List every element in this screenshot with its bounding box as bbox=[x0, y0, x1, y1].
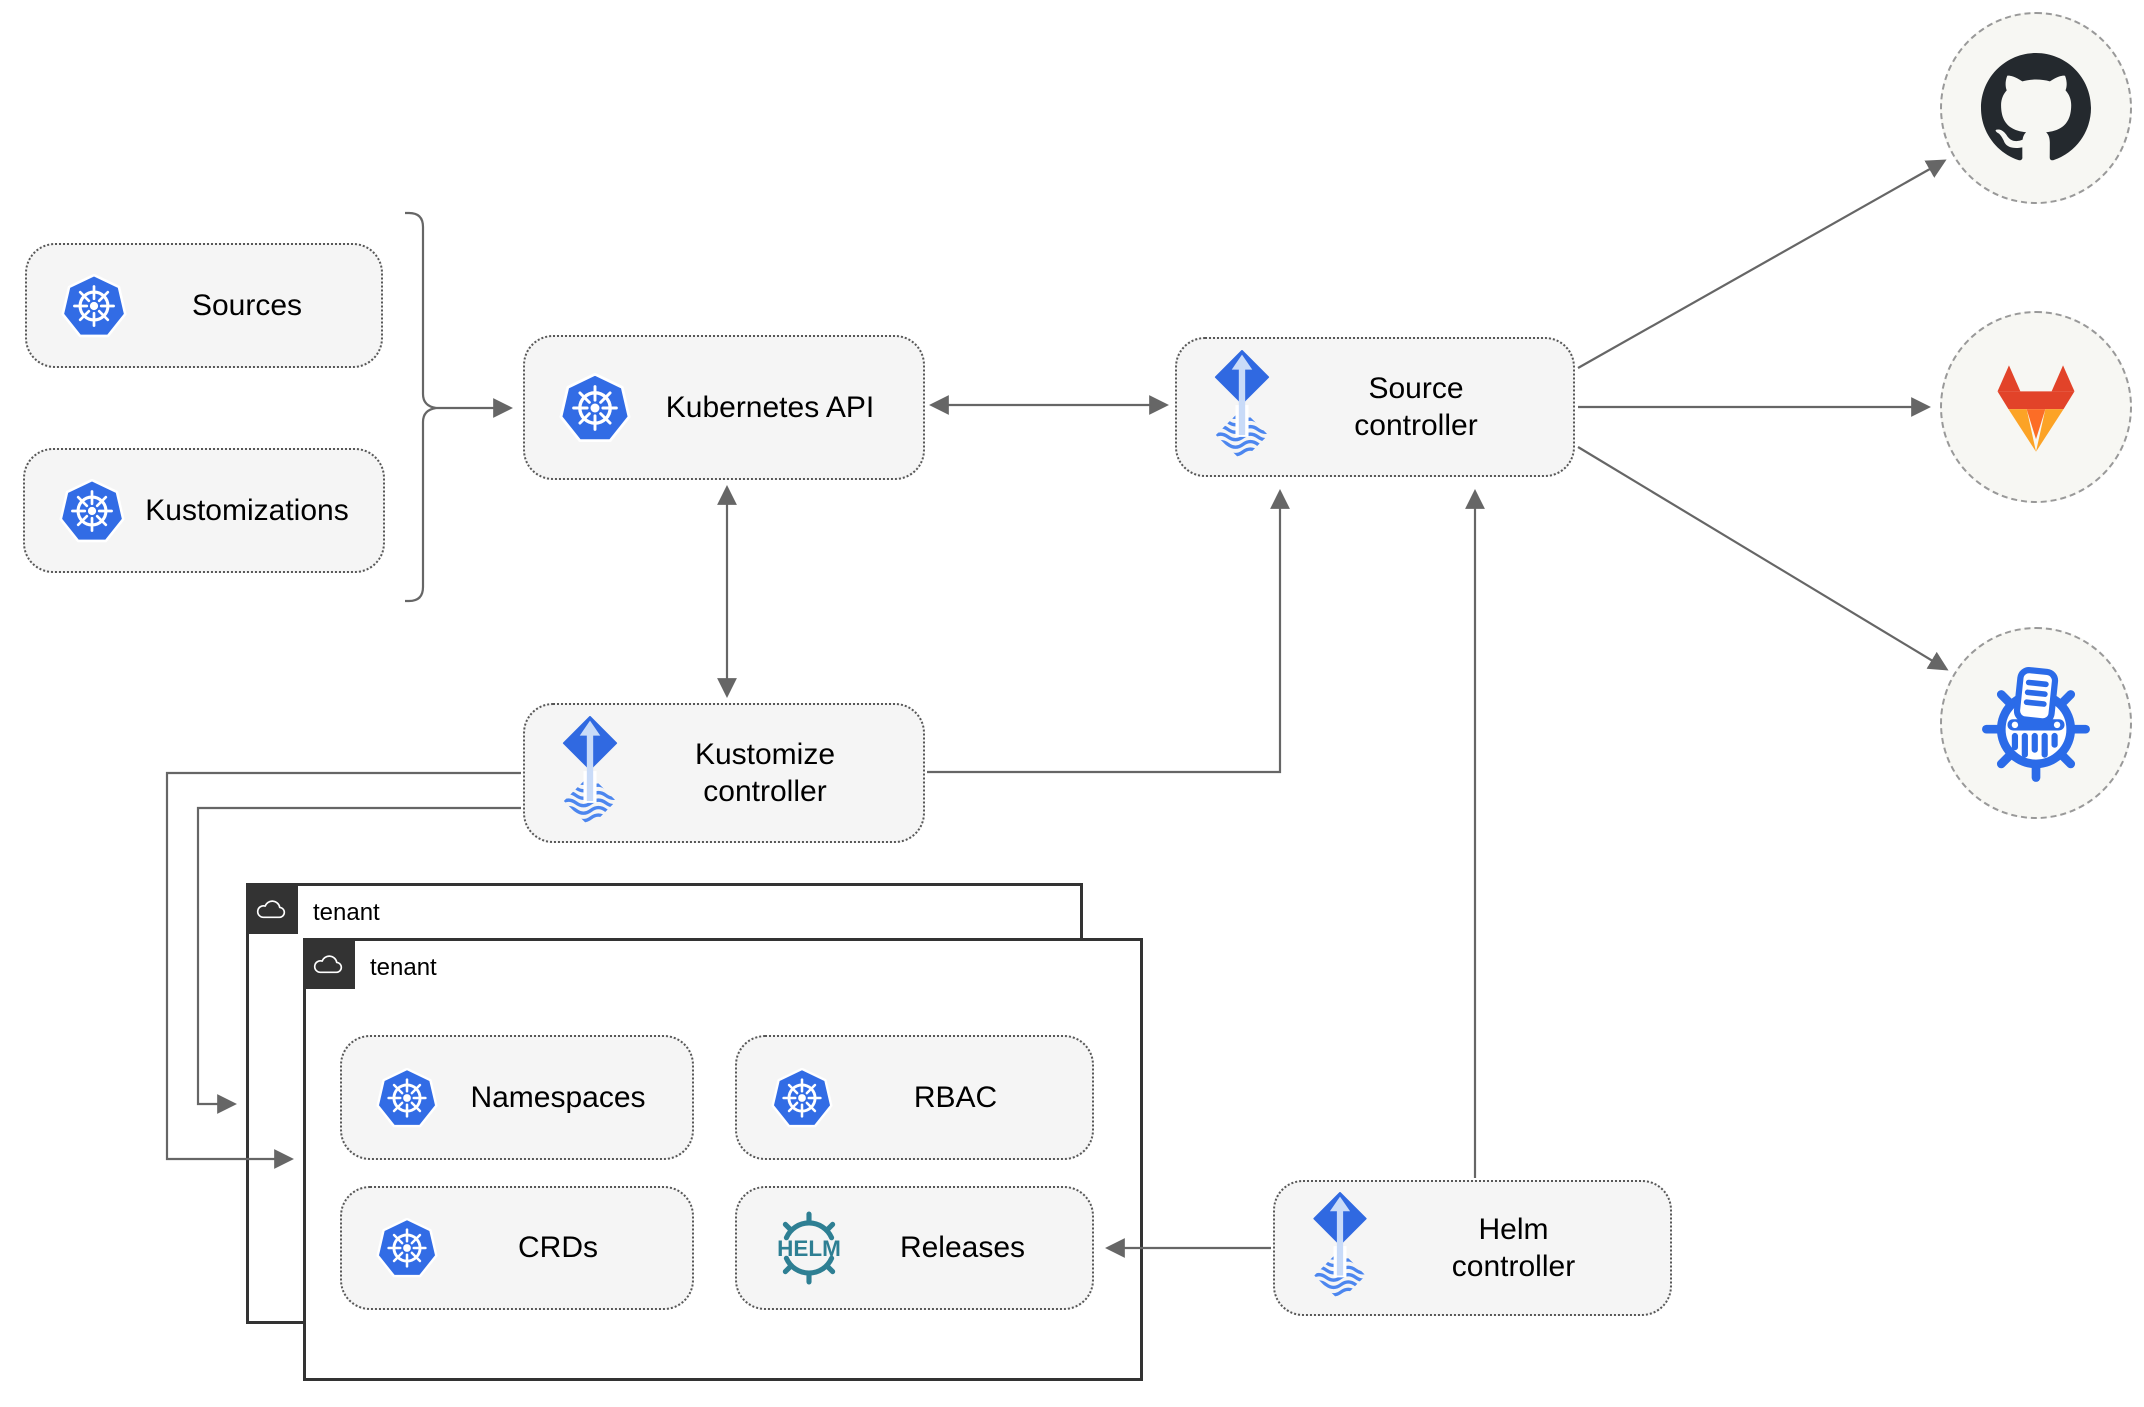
node-label: Source controller bbox=[1354, 371, 1478, 443]
tenant-tab bbox=[303, 938, 355, 989]
node-label: Sources bbox=[191, 288, 303, 322]
node-kustomize-controller: Kustomize controller bbox=[523, 703, 925, 843]
node-source-controller: Source controller bbox=[1175, 337, 1575, 477]
node-label: Kubernetes API bbox=[665, 390, 875, 424]
node-label: Kustomizations bbox=[145, 493, 349, 527]
node-kustomizations: Kustomizations bbox=[23, 448, 385, 573]
node-helm-controller: Helm controller bbox=[1273, 1180, 1672, 1316]
node-label: CRDs bbox=[518, 1231, 598, 1265]
flux-icon bbox=[1211, 350, 1273, 464]
node-crds: CRDs bbox=[340, 1186, 694, 1310]
kubernetes-icon bbox=[59, 479, 125, 543]
tenant-tab bbox=[246, 883, 298, 934]
helm-icon: HELM bbox=[777, 1211, 841, 1285]
node-rbac: RBAC bbox=[735, 1035, 1094, 1160]
node-label: RBAC bbox=[913, 1080, 998, 1114]
edge-kustomize-controller-source-controller bbox=[927, 489, 1290, 774]
github-target bbox=[1940, 12, 2132, 204]
github-icon bbox=[1981, 53, 2091, 161]
node-sources: Sources bbox=[25, 243, 383, 368]
kubernetes-icon bbox=[771, 1068, 833, 1128]
flux-icon bbox=[559, 716, 621, 830]
tenant-label: tenant bbox=[313, 899, 380, 926]
node-label: Kustomize controller bbox=[694, 737, 836, 809]
helm-wordmark: HELM bbox=[777, 1236, 841, 1261]
node-label: Releases bbox=[899, 1231, 1026, 1265]
node-kubernetes-api: Kubernetes API bbox=[523, 335, 925, 480]
edge-source-controller-storage bbox=[1577, 446, 1949, 671]
edge-source-controller-github bbox=[1577, 159, 1947, 369]
node-namespaces: Namespaces bbox=[340, 1035, 694, 1160]
manifest-storage-icon bbox=[1982, 667, 2090, 782]
cloud-icon bbox=[312, 952, 346, 976]
kubernetes-icon bbox=[61, 274, 127, 338]
kubernetes-icon bbox=[376, 1068, 438, 1128]
kubernetes-icon bbox=[376, 1218, 438, 1278]
manifest-storage-target bbox=[1940, 627, 2132, 819]
flux-icon bbox=[1309, 1192, 1371, 1304]
brace-sources-kustomizations bbox=[405, 211, 437, 603]
gitlab-icon bbox=[1997, 365, 2075, 452]
kubernetes-icon bbox=[559, 373, 631, 443]
node-releases: HELM Releases bbox=[735, 1186, 1094, 1310]
tenant-label: tenant bbox=[370, 954, 437, 981]
node-label: Helm controller bbox=[1451, 1212, 1576, 1284]
gitlab-target bbox=[1940, 311, 2132, 503]
node-label: Namespaces bbox=[470, 1080, 646, 1114]
cloud-icon bbox=[255, 897, 289, 921]
